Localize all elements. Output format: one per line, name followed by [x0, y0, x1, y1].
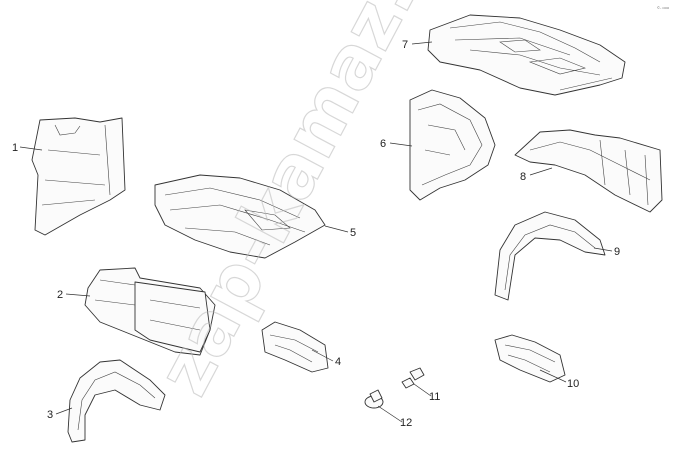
part-11-bolt — [401, 367, 425, 389]
part-9-arch-extension — [494, 211, 606, 301]
part-10-bracket — [494, 334, 566, 383]
part-2-bumper-section — [84, 267, 216, 356]
callout-labels: 7 1 6 8 5 9 2 4 10 11 3 12 — [12, 39, 620, 429]
corner-code: ©‑ ooo — [657, 5, 670, 10]
callout-3: 3 — [47, 409, 53, 421]
callout-9: 9 — [614, 246, 620, 258]
part-4-bracket — [261, 321, 329, 373]
callout-2: 2 — [57, 289, 63, 301]
callout-1: 1 — [12, 142, 18, 154]
part-7-floor-panel — [427, 14, 626, 96]
callout-10: 10 — [567, 378, 579, 390]
callout-6: 6 — [380, 138, 386, 150]
part-6-side-panel — [409, 89, 496, 201]
callout-11: 11 — [429, 391, 440, 403]
part-12-clip — [364, 389, 384, 409]
callout-12: 12 — [400, 417, 412, 429]
part-1-side-panel — [31, 117, 126, 236]
part-5-floor-assembly — [154, 174, 326, 259]
callout-7: 7 — [402, 39, 408, 51]
callout-4: 4 — [335, 356, 341, 368]
callout-5: 5 — [350, 227, 356, 239]
leader-lines — [19, 41, 613, 423]
callout-8: 8 — [520, 171, 526, 183]
part-8-wheel-arch-liner — [514, 129, 663, 213]
part-3-fender-flare — [67, 359, 166, 443]
